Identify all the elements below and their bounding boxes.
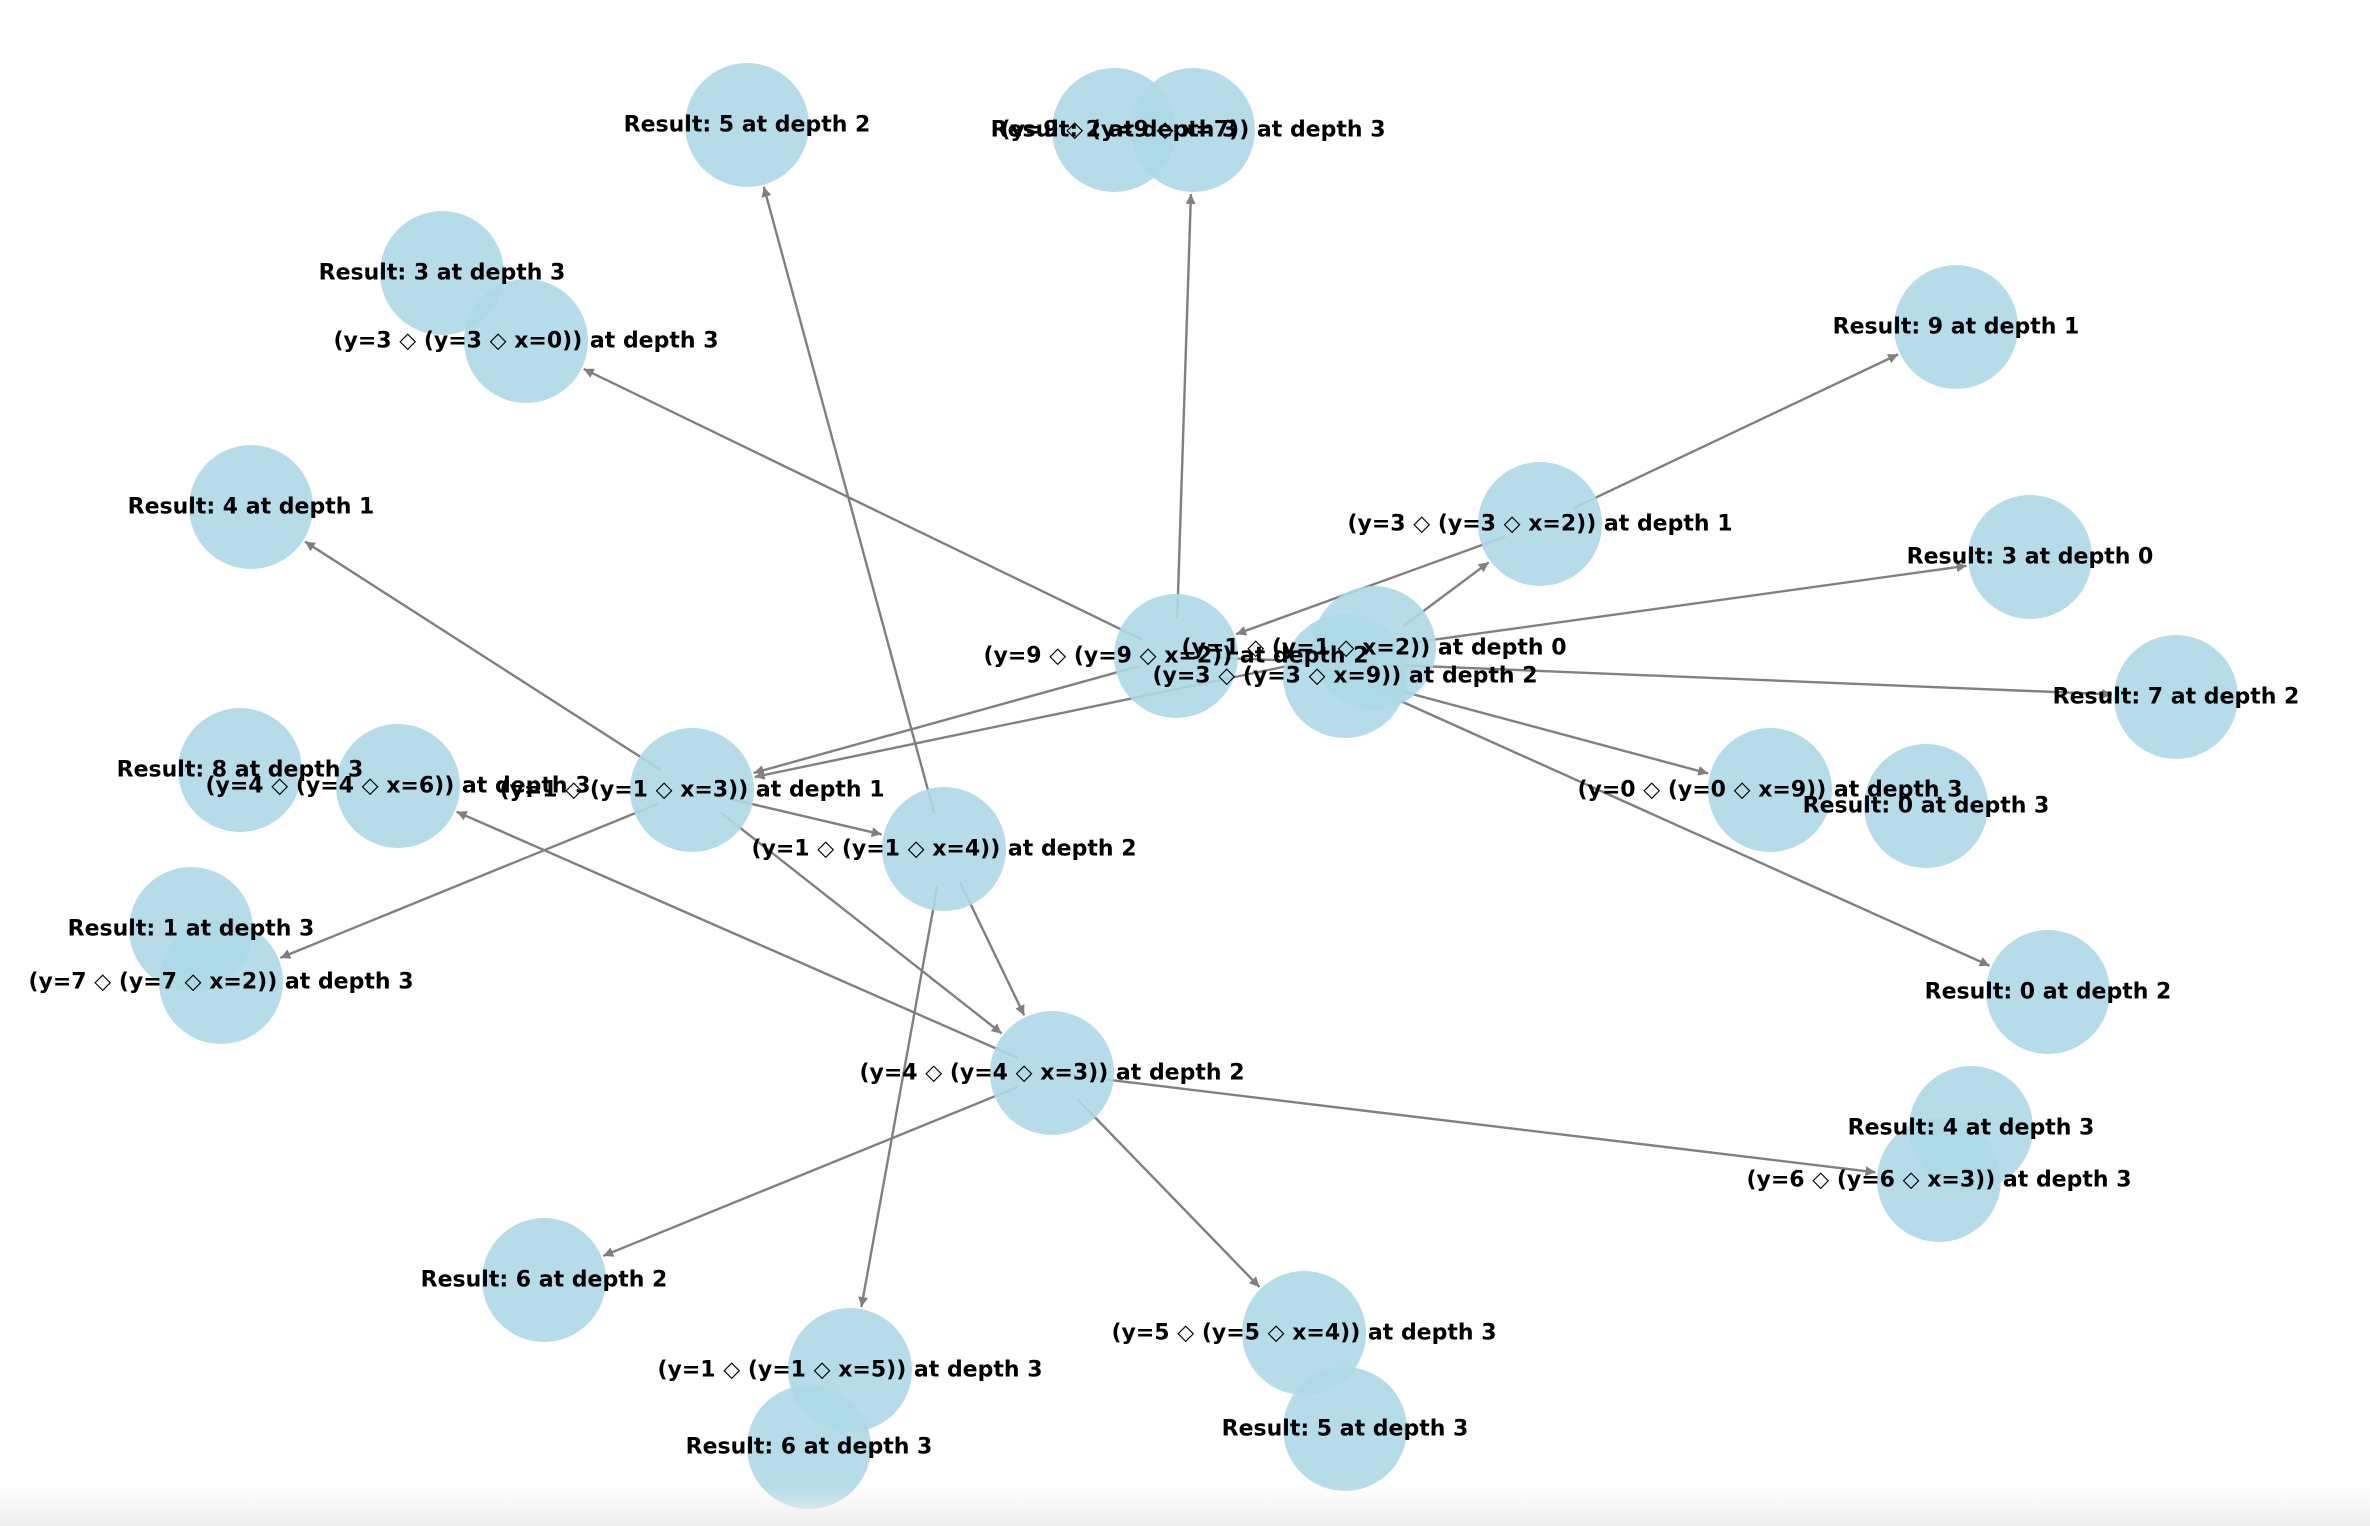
node-label-n_r5_d2: Result: 5 at depth 2 (624, 113, 871, 138)
node-label-n_r7_d2: Result: 7 at depth 2 (2053, 685, 2300, 710)
node-label-n_y0_x9_d3: (y=0 ◇ (y=0 ◇ x=9)) at depth 3 (1577, 778, 1962, 803)
edge-n_y3_x2_d1-to-n_y9_x2_d2 (1235, 535, 1506, 636)
node-n_r6_d3 (747, 1385, 871, 1509)
edge-n_y1_x4_d2-to-n_y1_x5_d3 (858, 885, 939, 1308)
node-label-root: (y=1 ◇ (y=1 ◇ x=2)) at depth 0 (1181, 636, 1566, 661)
node-n_r4_d1 (189, 445, 313, 569)
labels-layer: (y=1 ◇ (y=1 ◇ x=2)) at depth 0 (y=3 ◇ (y=… (28, 113, 2299, 1460)
edge-n_y4_x3_d2-to-n_y4_x6_d3 (456, 810, 1019, 1060)
node-label-n_r3_d0: Result: 3 at depth 0 (1907, 545, 2154, 570)
node-n_y9_x2_d2 (1114, 594, 1238, 718)
node-n_r5_d2 (685, 63, 809, 187)
edge-n_y3_x9_d2-to-n_r0_d2 (1378, 690, 1991, 967)
edge-n_y3_x2_d1-to-n_r9_d1 (1573, 353, 1899, 510)
bottom-fade (0, 1486, 2370, 1526)
edge-n_y3_x9_d2-to-n_y0_x9_d3 (1380, 684, 1709, 776)
node-label-n_y4_x6_d3: (y=4 ◇ (y=4 ◇ x=6)) at depth 3 (205, 774, 590, 799)
node-n_r3_d3 (380, 211, 504, 335)
node-n_y9_x7_d3 (1131, 68, 1255, 192)
edge-n_y1_x3_d1-to-n_r4_d1 (304, 540, 662, 771)
node-label-n_y3_x0_d3: (y=3 ◇ (y=3 ◇ x=0)) at depth 3 (333, 329, 718, 354)
node-n_r9_d1 (1894, 265, 2018, 389)
node-label-n_y9_x2_d2: (y=9 ◇ (y=9 ◇ x=2)) at depth 2 (983, 644, 1368, 669)
node-label-n_r6_d2: Result: 6 at depth 2 (421, 1268, 668, 1293)
edge-root-to-n_y1_x3_d1 (754, 654, 1338, 780)
node-label-n_y6_x3_d3: (y=6 ◇ (y=6 ◇ x=3)) at depth 3 (1746, 1168, 2131, 1193)
node-label-n_r3_d3: Result: 3 at depth 3 (319, 261, 566, 286)
edge-n_y1_x4_d2-to-n_r5_d2 (761, 186, 936, 814)
edge-n_y1_x3_d1-to-n_y1_x4_d2 (727, 797, 882, 837)
node-label-n_r0_d3: Result: 0 at depth 3 (1803, 794, 2050, 819)
edge-n_y9_x2_d2-to-n_y9_x7_d3 (1176, 193, 1196, 619)
node-n_r6_d2 (482, 1218, 606, 1342)
edge-n_y1_x3_d1-to-n_y4_x3_d2 (720, 812, 1003, 1035)
node-n_y3_x9_d2 (1283, 614, 1407, 738)
node-n_y1_x3_d1 (630, 728, 754, 852)
edge-n_y1_x3_d1-to-n_y7_x2_d3 (279, 802, 659, 959)
node-label-n_r5_d3: Result: 5 at depth 3 (1222, 1417, 1469, 1442)
node-n_r0_d2 (1986, 930, 2110, 1054)
edge-n_y9_x2_d2-to-n_y3_x0_d3 (583, 367, 1144, 641)
node-n_r5_d3 (1283, 1367, 1407, 1491)
node-n_y1_x4_d2 (882, 787, 1006, 911)
edge-root-to-n_r3_d0 (1410, 562, 1967, 645)
node-n_y0_x9_d3 (1708, 728, 1832, 852)
edge-n_y9_x2_d2-to-n_y1_x3_d1 (753, 664, 1141, 776)
node-n_y4_x3_d2 (990, 1011, 1114, 1135)
node-label-n_y5_x4_d3: (y=5 ◇ (y=5 ◇ x=4)) at depth 3 (1111, 1321, 1496, 1346)
node-label-n_r2_d3: Result: 2 at depth 3 (991, 118, 1238, 143)
node-n_y5_x4_d3 (1242, 1271, 1366, 1395)
node-n_r8_d3 (178, 708, 302, 832)
node-n_y3_x0_d3 (464, 279, 588, 403)
node-label-n_r1_d3: Result: 1 at depth 3 (68, 917, 315, 942)
node-n_y6_x3_d3 (1877, 1118, 2001, 1242)
edge-n_y4_x3_d2-to-n_y6_x3_d3 (1088, 1076, 1876, 1177)
node-label-n_r9_d1: Result: 9 at depth 1 (1833, 315, 2080, 340)
node-n_y4_x6_d3 (336, 724, 460, 848)
nodes-layer (129, 63, 2238, 1509)
node-label-n_r8_d3: Result: 8 at depth 3 (117, 758, 364, 783)
node-label-n_y4_x3_d2: (y=4 ◇ (y=4 ◇ x=3)) at depth 2 (859, 1061, 1244, 1086)
node-label-n_r4_d3: Result: 4 at depth 3 (1848, 1116, 2095, 1141)
node-label-n_y3_x2_d1: (y=3 ◇ (y=3 ◇ x=2)) at depth 1 (1347, 512, 1732, 537)
node-label-n_r4_d1: Result: 4 at depth 1 (128, 495, 375, 520)
node-n_y7_x2_d3 (159, 920, 283, 1044)
edge-n_y4_x3_d2-to-n_y5_x4_d3 (1077, 1098, 1261, 1288)
node-n_r0_d3 (1864, 744, 1988, 868)
node-label-n_y1_x5_d3: (y=1 ◇ (y=1 ◇ x=5)) at depth 3 (657, 1358, 1042, 1383)
node-n_r7_d2 (2114, 635, 2238, 759)
node-label-n_y3_x9_d2: (y=3 ◇ (y=3 ◇ x=9)) at depth 2 (1152, 664, 1537, 689)
node-label-n_r6_d3: Result: 6 at depth 3 (686, 1435, 933, 1460)
node-label-n_y1_x3_d1: (y=1 ◇ (y=1 ◇ x=3)) at depth 1 (499, 778, 884, 803)
node-label-n_r0_d2: Result: 0 at depth 2 (1925, 980, 2172, 1005)
node-label-n_y1_x4_d2: (y=1 ◇ (y=1 ◇ x=4)) at depth 2 (751, 837, 1136, 862)
node-n_r3_d0 (1968, 495, 2092, 619)
node-n_y3_x2_d1 (1478, 462, 1602, 586)
node-label-n_y9_x7_d3: (y=9 ◇ (y=9 ◇ x=7)) at depth 3 (1000, 118, 1385, 143)
edge-n_y4_x3_d2-to-n_r6_d2 (602, 1085, 1019, 1257)
node-label-n_y7_x2_d3: (y=7 ◇ (y=7 ◇ x=2)) at depth 3 (28, 970, 413, 995)
